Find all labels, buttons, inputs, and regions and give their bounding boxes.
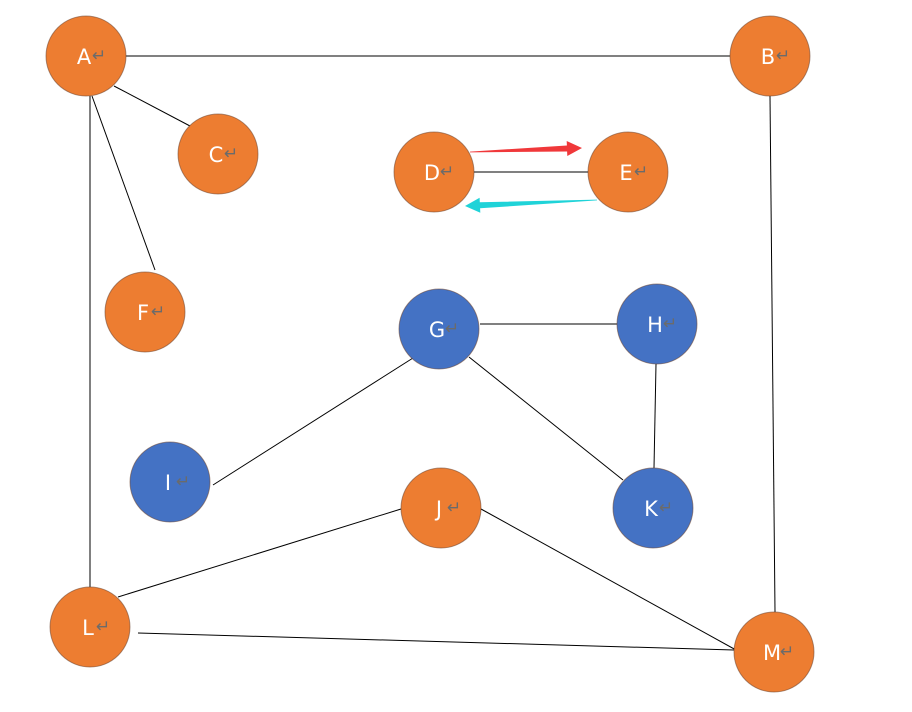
edge-a-f [91,95,156,271]
node-m-label: M [763,641,781,665]
edges-layer [89,55,776,651]
node-i: I↵ [129,441,211,523]
node-f-circle [104,271,186,353]
return-mark-icon: ↵ [96,617,110,637]
node-j-circle [400,467,482,549]
return-mark-icon: ↵ [151,302,165,322]
node-b-label: B [761,45,775,69]
node-l-label: L [82,616,94,640]
edge-j-l [117,508,402,598]
return-mark-icon: ↵ [780,642,794,662]
return-mark-icon: ↵ [663,314,677,334]
node-m: M↵ [733,611,815,693]
node-g-label: G [429,318,445,342]
node-i-circle [129,441,211,523]
node-j-label: J [434,497,442,521]
node-f-label: F [137,301,149,325]
node-c-label: C [209,143,224,167]
return-mark-icon: ↵ [659,498,673,518]
node-k-label: K [644,497,659,521]
node-l-circle [49,586,131,668]
arrows-layer [465,141,597,213]
arrow-e-to-d [465,197,597,213]
arrow-d-to-e [470,141,582,156]
edge-g-k [468,356,624,481]
node-k: K↵ [612,467,694,549]
node-a: A↵ [45,15,127,97]
node-g: G↵ [398,288,480,370]
node-b: B↵ [729,15,811,97]
node-h-label: H [647,313,663,337]
node-h-circle [616,283,698,365]
node-d-label: D [424,161,440,185]
node-l: L↵ [49,586,131,668]
return-mark-icon: ↵ [776,46,790,66]
node-b-circle [729,15,811,97]
return-mark-icon: ↵ [634,162,648,182]
node-d-circle [393,131,475,213]
nodes-layer: A↵B↵C↵D↵E↵F↵G↵H↵I↵J↵K↵L↵M↵ [45,15,815,693]
node-e-circle [587,131,669,213]
node-d: D↵ [393,131,475,213]
edge-a-c [113,85,191,127]
edge-l-m [137,632,735,651]
node-a-label: A [77,45,92,69]
node-k-circle [612,467,694,549]
return-mark-icon: ↵ [176,472,190,492]
node-e-label: E [619,161,632,185]
node-f: F↵ [104,271,186,353]
node-g-circle [398,288,480,370]
node-a-circle [45,15,127,97]
return-mark-icon: ↵ [445,319,459,339]
node-h: H↵ [616,283,698,365]
node-c: C↵ [177,113,259,195]
node-m-circle [733,611,815,693]
node-i-label: I [165,471,171,495]
return-mark-icon: ↵ [447,498,461,518]
return-mark-icon: ↵ [440,162,454,182]
edge-b-m [769,95,776,613]
node-j: J↵ [400,467,482,549]
node-e: E↵ [587,131,669,213]
return-mark-icon: ↵ [224,144,238,164]
edge-g-i [212,357,414,486]
edge-h-k [653,363,657,469]
node-c-circle [177,113,259,195]
return-mark-icon: ↵ [92,46,106,66]
edge-j-m [480,508,737,651]
